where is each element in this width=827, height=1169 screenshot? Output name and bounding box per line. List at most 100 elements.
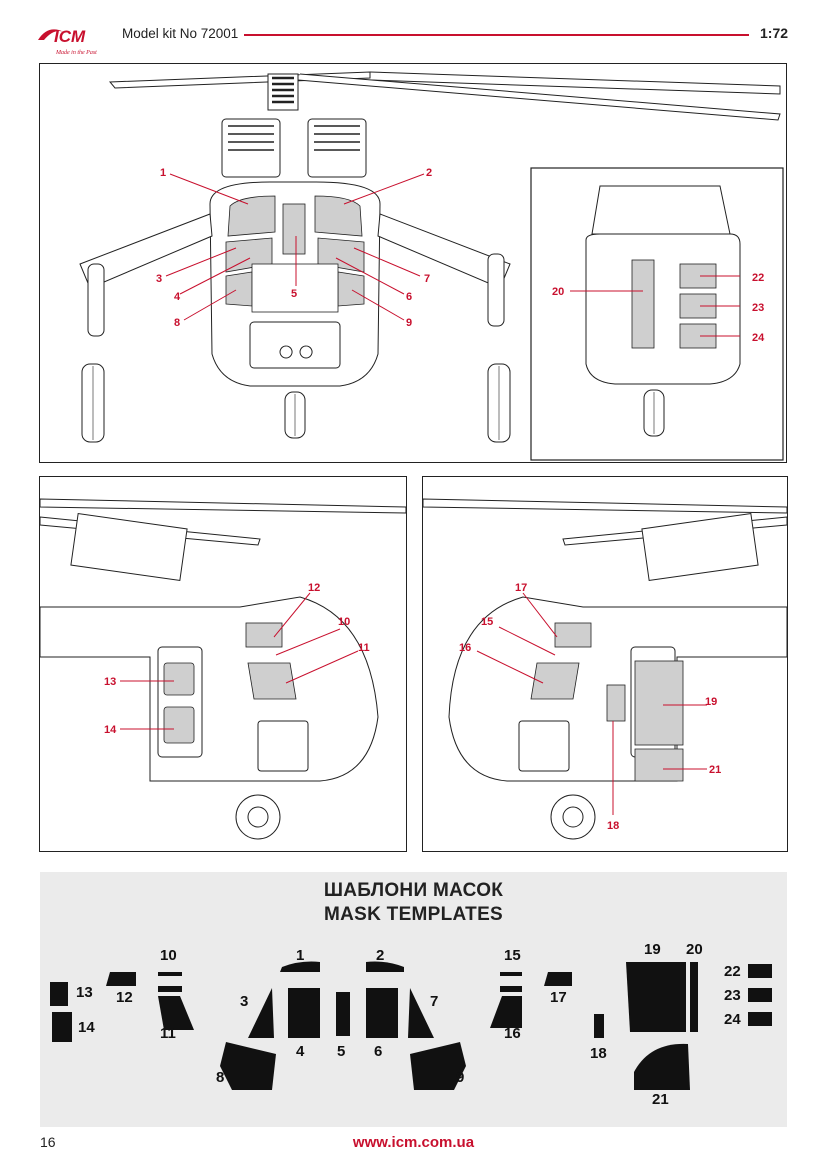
callout-11: 11: [358, 642, 370, 654]
callout-17: 17: [515, 582, 527, 594]
front-view-drawing: 1 2 3 4 5 6 7 8 9: [79, 71, 784, 461]
mask-16: [490, 996, 522, 1028]
mask-7: [408, 988, 434, 1038]
callout-19: 19: [705, 696, 717, 708]
window-2: [314, 195, 363, 237]
mask-shapes: 13 14 12 10 11 1 2 3 4 5 6 7 8 9 15 16 1…: [50, 941, 772, 1108]
scale-label: 1:72: [760, 25, 789, 41]
page-number: 16: [40, 1134, 56, 1150]
logo-brand-text: ICM: [54, 27, 86, 46]
mask-10: [158, 972, 182, 992]
mask-14: [52, 1012, 72, 1042]
mask-label-23: 23: [724, 987, 741, 1004]
left-side-view-panel: 12 10 11 13 14: [39, 476, 407, 852]
mask-2: [366, 961, 404, 972]
window-11: [247, 662, 297, 700]
window-19: [634, 660, 684, 746]
website-link[interactable]: www.icm.com.ua: [352, 1134, 475, 1151]
mask-4: [288, 988, 320, 1038]
front-view-panel: 1 2 3 4 5 6 7 8 9: [39, 63, 787, 463]
mask-label-1: 1: [296, 947, 304, 964]
callout-18: 18: [607, 820, 619, 832]
window-16: [530, 662, 580, 700]
callout-10: 10: [338, 616, 350, 628]
window-1: [227, 195, 276, 237]
right-side-drawing: 17 15 16 19 21 18: [423, 498, 787, 840]
mask-label-18: 18: [590, 1045, 607, 1062]
mask-18: [594, 1014, 604, 1038]
window-17: [554, 622, 592, 648]
mask-label-3: 3: [240, 993, 248, 1010]
mask-templates-section: ШАБЛОНИ МАСОК MASK TEMPLATES: [40, 872, 787, 1127]
window-18: [606, 684, 626, 722]
right-side-view-panel: 17 15 16 19 21 18: [422, 476, 788, 852]
window-8: [225, 271, 253, 307]
mask-8: [220, 1042, 276, 1090]
window-21: [634, 748, 684, 782]
mask-title-en: MASK TEMPLATES: [323, 904, 504, 925]
callout-6: 6: [406, 291, 412, 303]
mask-12: [106, 972, 136, 986]
mask-label-8: 8: [216, 1069, 224, 1086]
mask-1: [280, 961, 320, 972]
window-12: [245, 622, 283, 648]
mask-label-5: 5: [337, 1043, 345, 1060]
callout-13: 13: [104, 676, 116, 688]
callout-2: 2: [426, 167, 432, 179]
callout-16: 16: [459, 642, 471, 654]
mask-label-12: 12: [116, 989, 133, 1006]
icm-logo: ICM Made in the Past: [34, 18, 112, 58]
mask-24: [748, 1012, 772, 1026]
mask-label-13: 13: [76, 984, 93, 1001]
mask-11: [158, 996, 194, 1030]
mask-22: [748, 964, 772, 978]
callout-3: 3: [156, 273, 162, 285]
mask-label-20: 20: [686, 941, 703, 958]
mask-label-24: 24: [724, 1011, 741, 1028]
model-kit-title: Model kit No 72001: [122, 26, 239, 41]
callout-21: 21: [709, 764, 721, 776]
header-rule: [244, 34, 749, 36]
mask-label-9: 9: [456, 1069, 464, 1086]
mask-title-ua: ШАБЛОНИ МАСОК: [323, 880, 504, 901]
callout-4: 4: [174, 291, 181, 303]
callout-12: 12: [308, 582, 320, 594]
mask-21: [634, 1043, 690, 1090]
mask-label-7: 7: [430, 993, 438, 1010]
mask-13: [50, 982, 68, 1006]
mask-23: [748, 988, 772, 1002]
mask-17: [544, 972, 572, 986]
callout-7: 7: [424, 273, 430, 285]
mask-label-6: 6: [374, 1043, 382, 1060]
window-13: [163, 662, 195, 696]
center-panel: [251, 263, 339, 313]
mask-label-19: 19: [644, 941, 661, 958]
left-side-drawing: 12 10 11 13 14: [40, 498, 406, 840]
callout-1: 1: [160, 167, 166, 179]
mask-label-4: 4: [296, 1043, 305, 1060]
callout-24: 24: [752, 332, 765, 344]
mask-20: [690, 962, 698, 1032]
callout-15: 15: [481, 616, 493, 628]
mask-label-22: 22: [724, 963, 741, 980]
callout-22: 22: [752, 272, 764, 284]
mask-label-2: 2: [376, 947, 384, 964]
callout-14: 14: [104, 724, 117, 736]
window-5: [282, 203, 306, 255]
mask-label-10: 10: [160, 947, 177, 964]
mask-15: [500, 972, 522, 992]
mask-19: [626, 962, 686, 1032]
mask-label-15: 15: [504, 947, 521, 964]
callout-9: 9: [406, 317, 412, 329]
callout-8: 8: [174, 317, 180, 329]
window-14: [163, 706, 195, 744]
window-20: [631, 259, 655, 349]
window-9: [337, 271, 365, 307]
mask-label-17: 17: [550, 989, 567, 1006]
mask-5: [336, 992, 350, 1036]
callout-20: 20: [552, 286, 564, 298]
mask-label-16: 16: [504, 1025, 521, 1042]
logo-tagline: Made in the Past: [55, 50, 97, 56]
mask-9: [410, 1042, 466, 1090]
mask-3: [248, 988, 274, 1038]
